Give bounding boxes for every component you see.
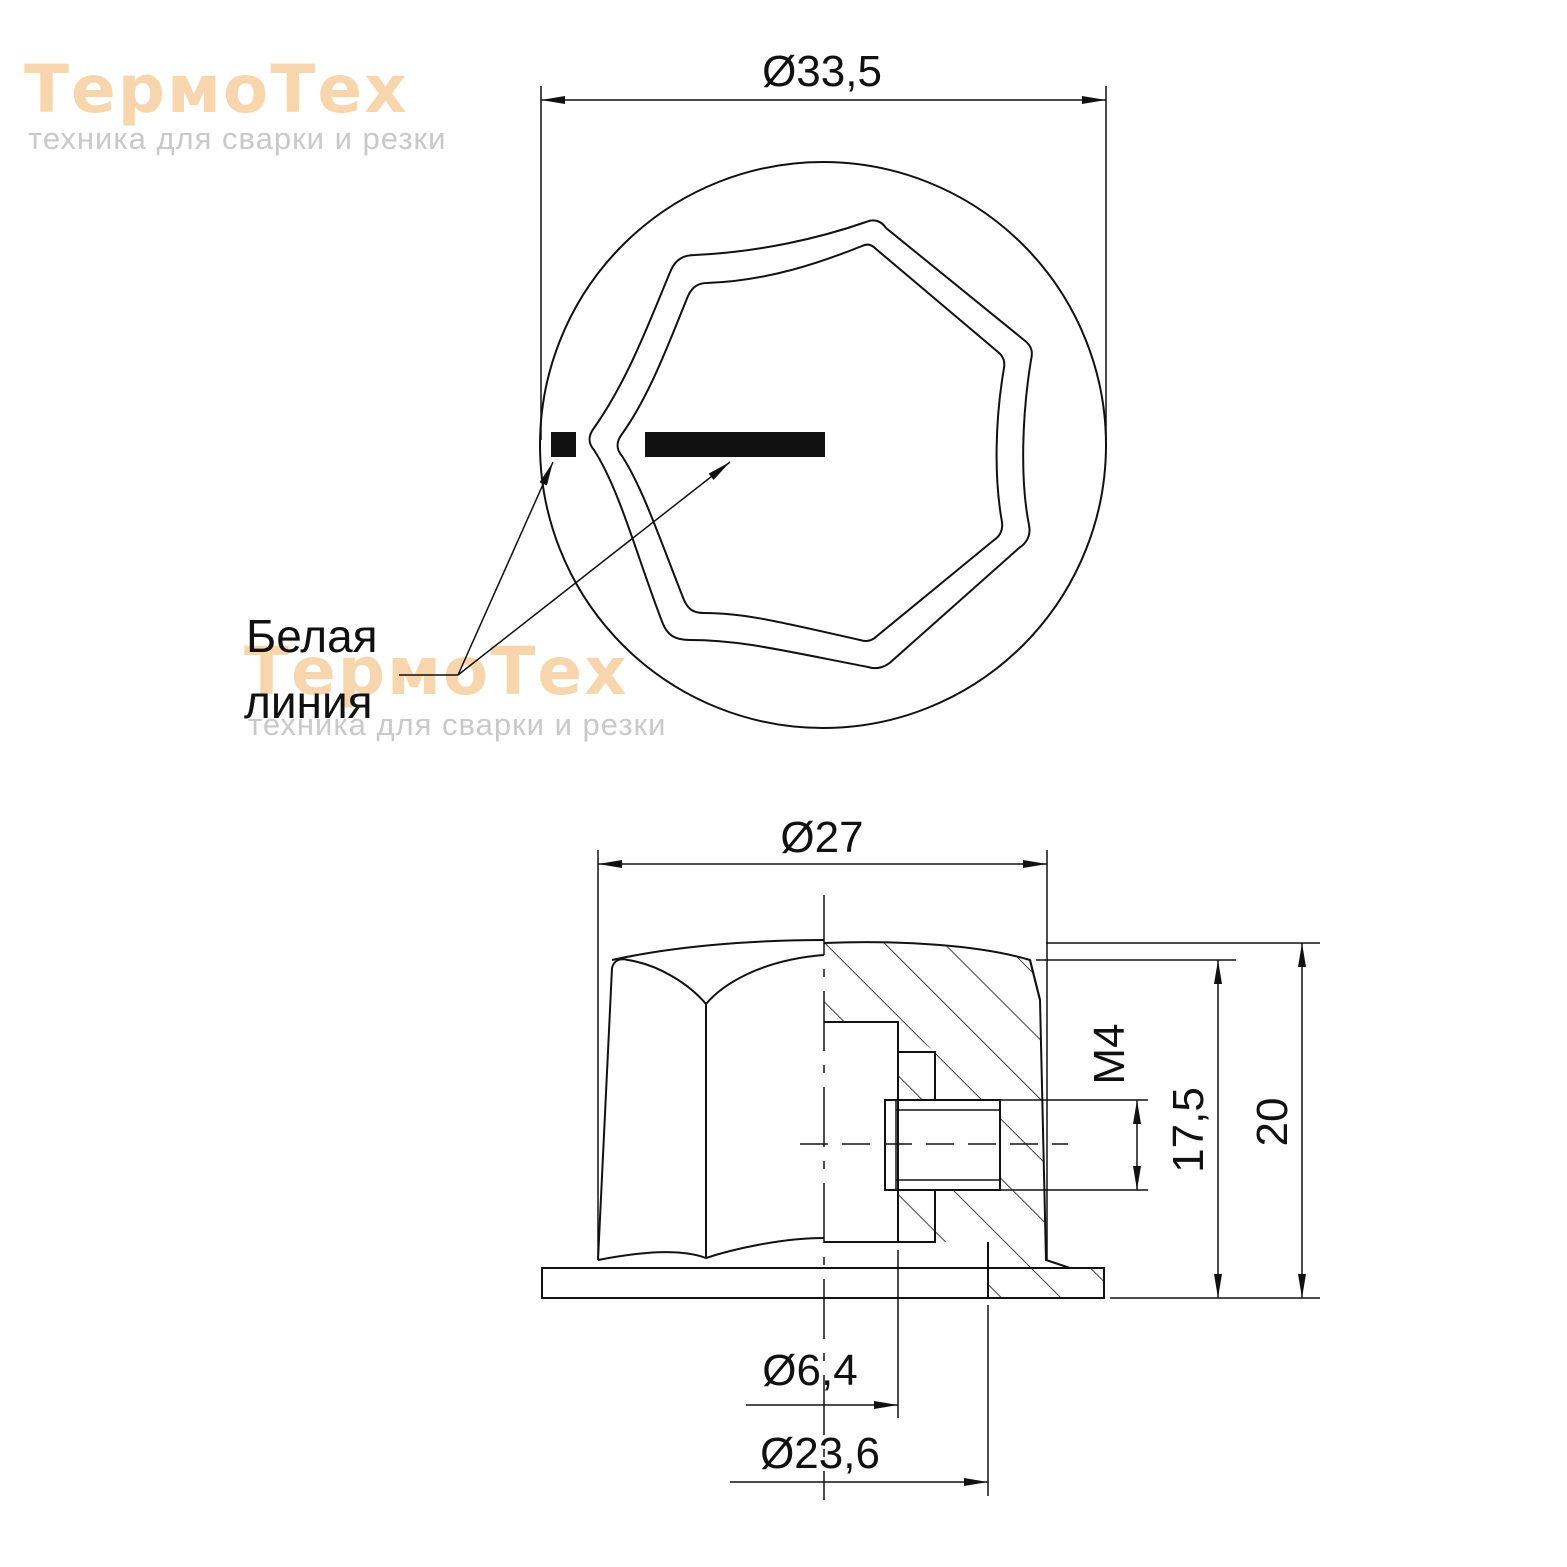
watermark-middle: ТермоТех техника для сварки и резки xyxy=(244,633,666,742)
section-outline xyxy=(823,941,1071,1269)
base-diameter-label: Ø23,6 xyxy=(760,1429,880,1478)
chamfer-edge xyxy=(1029,959,1041,1001)
callout-label-line1: Белая xyxy=(246,610,378,662)
grip-outer-outline xyxy=(588,219,1033,670)
bore-diameter-label: Ø6,4 xyxy=(762,1346,857,1395)
side-view: Ø27 M4 17,5 xyxy=(541,813,1320,1500)
callout-label-line2: линия xyxy=(244,676,373,728)
top-view: Ø33,5 Белая линия xyxy=(244,47,1107,729)
watermark-top: ТермоТех техника для сварки и резки xyxy=(24,51,446,156)
watermark-brand: ТермоТех xyxy=(24,51,409,128)
section-hatching xyxy=(824,942,1104,1298)
watermark-tagline: техника для сварки и резки xyxy=(28,121,446,156)
knob-top-edge xyxy=(611,939,825,961)
thread-label: M4 xyxy=(1085,1023,1134,1084)
callout-leader-arrow-1 xyxy=(457,461,554,676)
base-flange xyxy=(541,1267,1105,1299)
knob-outer-circle xyxy=(539,161,1107,729)
watermark-tagline: техника для сварки и резки xyxy=(248,707,666,742)
knob-bottom-edge xyxy=(597,1237,825,1261)
outer-diameter-label: Ø33,5 xyxy=(762,47,882,96)
grip-inner-outline xyxy=(616,243,1006,642)
inner-height-label: 17,5 xyxy=(1164,1087,1213,1173)
section-hatching-insert xyxy=(898,1052,935,1242)
top-diameter-label: Ø27 xyxy=(780,813,863,862)
set-screw xyxy=(884,1099,1001,1191)
knob-outer-profile xyxy=(597,954,825,1261)
white-line-marker-long xyxy=(645,432,825,457)
total-height-label: 20 xyxy=(1248,1098,1297,1147)
white-line-marker-small xyxy=(551,432,576,457)
watermark-brand: ТермоТех xyxy=(244,633,629,710)
callout-leader-arrow-2 xyxy=(457,461,731,676)
bore-shoulder xyxy=(905,1051,935,1243)
